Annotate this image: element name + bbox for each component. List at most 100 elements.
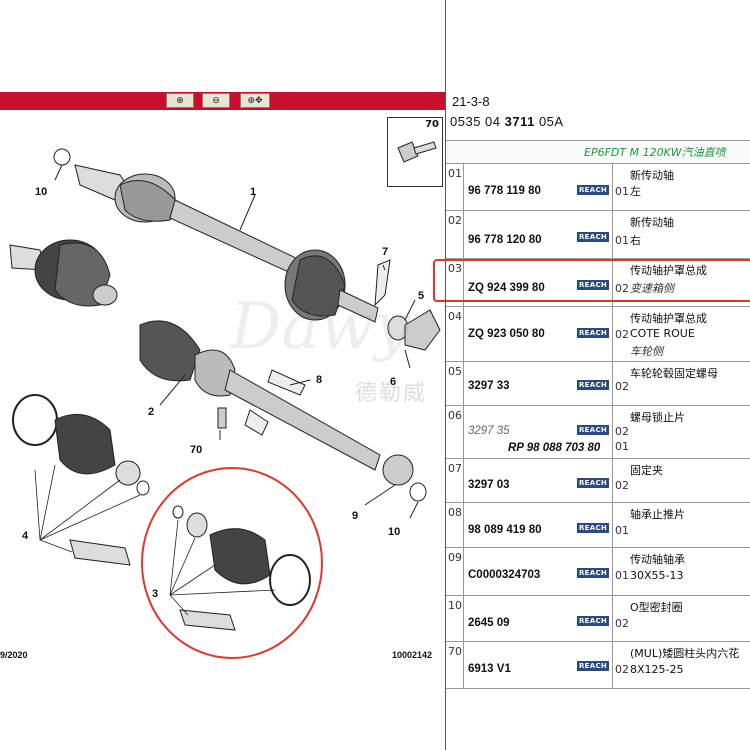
part-row[interactable]: 08 98 089 419 80 REACH 01 轴承止推片 — [446, 502, 750, 548]
callout-8: 8 — [316, 374, 323, 386]
description: 轴承止推片 — [630, 508, 685, 521]
diagram-reference: 21-3-8 — [452, 94, 490, 109]
part-number-superseded[interactable]: 3297 35 — [468, 425, 510, 437]
part-number[interactable]: 3297 03 — [468, 479, 510, 491]
reach-badge: REACH — [577, 185, 609, 195]
qty-cell: 02 — [612, 595, 631, 641]
row-ref: 01 — [446, 163, 464, 210]
row-ref: 03 — [446, 258, 464, 306]
part-row[interactable]: 10 2645 09 REACH 02 O型密封圈 — [446, 595, 750, 642]
callout-2: 2 — [148, 406, 155, 418]
pane-divider[interactable] — [445, 0, 446, 750]
bolt-icon — [397, 141, 437, 163]
footer-code: 10002142 — [392, 650, 433, 660]
quantity: 02 — [615, 328, 629, 341]
quantity: 02 — [615, 663, 629, 676]
part-number[interactable]: 96 778 119 80 — [468, 185, 541, 197]
quantity: 01 — [615, 569, 629, 582]
catalog-ref-prefix: 0535 04 — [450, 114, 501, 129]
catalog-ref-suffix: 05A — [538, 114, 564, 129]
reach-badge: REACH — [577, 523, 609, 533]
callout-10-top: 10 — [35, 186, 48, 198]
description: 传动轴护罩总成 — [630, 264, 707, 277]
qty-cell: 01 — [612, 547, 631, 595]
part-row[interactable]: 07 3297 03 REACH 02 固定夹 — [446, 458, 750, 503]
description-detail: 左 — [630, 185, 641, 198]
description: O型密封圈 — [630, 601, 683, 614]
quantity-replacement: 01 — [615, 440, 629, 453]
part-row[interactable]: 02 96 778 120 80 REACH 01 新传动轴 右 — [446, 210, 750, 259]
description-detail: 变速箱侧 — [630, 282, 674, 295]
row-ref: 07 — [446, 458, 464, 502]
zoom-in-icon: ⊕ — [176, 96, 184, 106]
row-ref: 08 — [446, 502, 464, 547]
part-number[interactable]: 96 778 120 80 — [468, 234, 542, 246]
parts-list-pane: 21-3-8 0535 04 3711 05A EP6FDT M 120KW汽油… — [446, 0, 750, 750]
description: 新传动轴 — [630, 216, 674, 229]
description: 螺母锁止片 — [630, 411, 685, 424]
callout-5: 5 — [418, 290, 425, 302]
part-row[interactable]: 09 C0000324703 REACH 01 传动轴轴承 30X55-13 — [446, 547, 750, 596]
part-row[interactable]: 04 ZQ 923 050 80 REACH 02 传动轴护罩总成 COTE R… — [446, 306, 750, 362]
zoom-in-button[interactable]: ⊕ — [166, 93, 194, 108]
description: (MUL)矮圆柱头内六花 — [630, 647, 740, 660]
reach-badge: REACH — [577, 425, 609, 435]
qty-cell: 01 — [612, 210, 631, 258]
quantity: 02 — [615, 617, 629, 630]
callout-3: 3 — [152, 588, 159, 600]
reach-badge: REACH — [577, 328, 609, 338]
description-detail: 右 — [630, 234, 641, 247]
zoom-out-icon: ⊖ — [212, 96, 220, 106]
part-row[interactable]: 06 3297 35 RP 98 088 703 80 REACH 02 01 … — [446, 405, 750, 459]
engine-label: EP6FDT M 120KW汽油直喷 — [584, 146, 726, 159]
callout-6: 6 — [390, 376, 397, 388]
part-number-replacement[interactable]: RP 98 088 703 80 — [508, 442, 601, 454]
callout-70: 70 — [190, 444, 203, 456]
part-number[interactable]: 98 089 419 80 — [468, 524, 542, 536]
callout-7: 7 — [382, 246, 389, 258]
reach-badge: REACH — [577, 280, 609, 290]
watermark-latin: Dawy — [230, 290, 411, 364]
reach-badge: REACH — [577, 616, 609, 626]
qty-cell: 02 — [612, 458, 631, 502]
part-number[interactable]: ZQ 923 050 80 — [468, 328, 545, 340]
row-ref: 04 — [446, 306, 464, 361]
row-ref: 06 — [446, 405, 464, 458]
callout-1: 1 — [250, 186, 257, 198]
row-ref: 02 — [446, 210, 464, 258]
qty-cell: 02 — [612, 306, 631, 361]
part-number[interactable]: C0000324703 — [468, 569, 541, 581]
quantity: 01 — [615, 234, 629, 247]
reach-badge: REACH — [577, 380, 609, 390]
part-row-highlighted[interactable]: 03 ZQ 924 399 80 REACH 02 传动轴护罩总成 变速箱侧 — [446, 258, 750, 307]
part-number[interactable]: 6913 V1 — [468, 663, 511, 675]
callout-10-bottom: 10 — [388, 526, 401, 538]
reach-badge: REACH — [577, 478, 609, 488]
part-number[interactable]: 2645 09 — [468, 617, 510, 629]
qty-cell: 02 — [612, 258, 631, 306]
reach-badge: REACH — [577, 568, 609, 578]
part-row[interactable]: 70 6913 V1 REACH 02 (MUL)矮圆柱头内六花 8X125-2… — [446, 641, 750, 689]
reach-badge: REACH — [577, 661, 609, 671]
part-number[interactable]: ZQ 924 399 80 — [468, 282, 545, 294]
zoom-toolbar: ⊕ ⊖ ⊕✥ — [0, 92, 445, 110]
description: 新传动轴 — [630, 169, 674, 182]
part-row[interactable]: 05 3297 33 REACH 02 车轮轮毂固定螺母 — [446, 361, 750, 406]
description-detail: 30X55-13 — [630, 569, 684, 582]
row-ref: 05 — [446, 361, 464, 405]
description-detail: 8X125-25 — [630, 663, 684, 676]
row-ref: 09 — [446, 547, 464, 595]
quantity: 01 — [615, 185, 629, 198]
pan-button[interactable]: ⊕✥ — [240, 93, 270, 108]
exploded-view-drawing — [9, 148, 441, 659]
part-row[interactable]: 01 96 778 119 80 REACH 01 新传动轴 左 — [446, 163, 750, 211]
selection-highlight-box — [433, 259, 750, 302]
catalog-ref-bold: 3711 — [504, 114, 535, 129]
qty-cell: 02 01 — [612, 405, 631, 458]
part-number[interactable]: 3297 33 — [468, 380, 510, 392]
description: 固定夹 — [630, 464, 663, 477]
callout-9: 9 — [352, 510, 359, 522]
row-ref: 10 — [446, 595, 464, 641]
pan-icon: ⊕✥ — [247, 96, 263, 106]
zoom-out-button[interactable]: ⊖ — [202, 93, 230, 108]
